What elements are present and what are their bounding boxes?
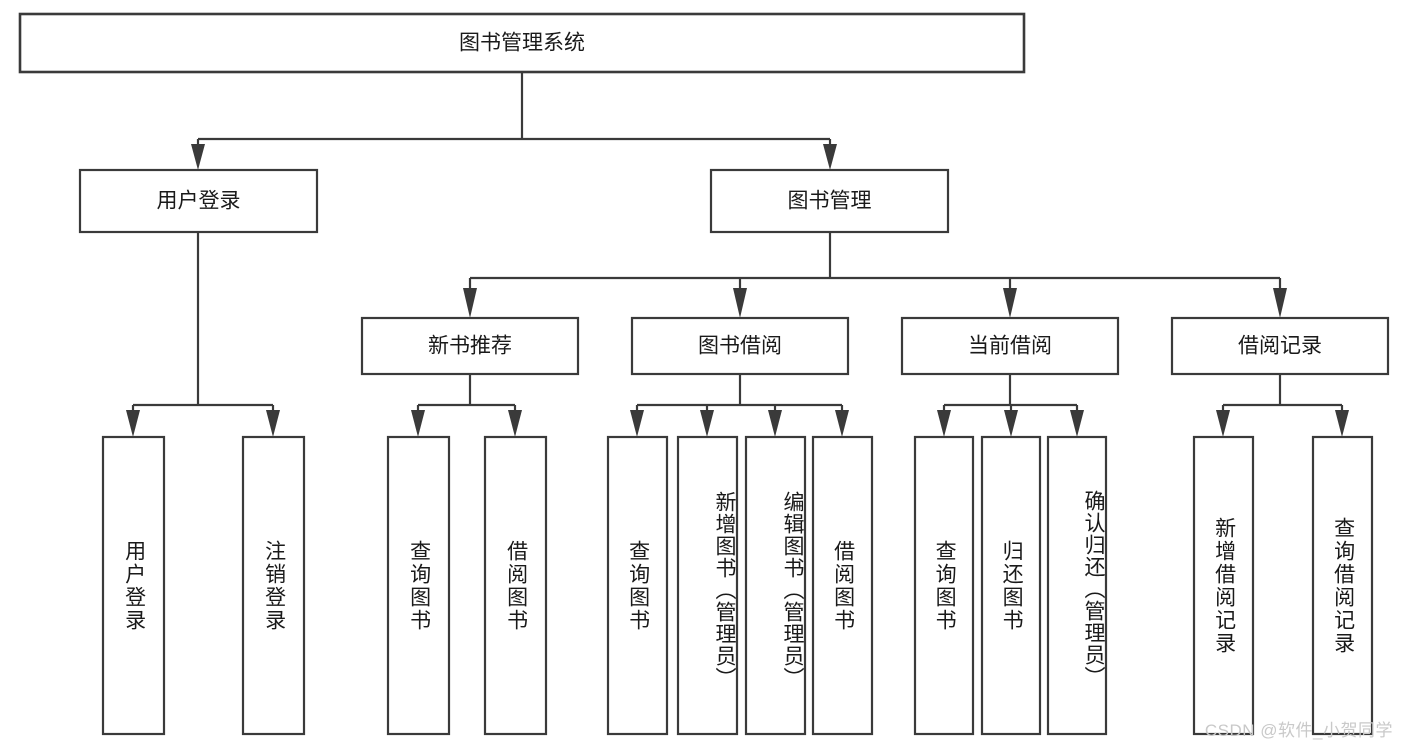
arrow-head-edit-book-admin bbox=[768, 410, 782, 437]
connector-group-book-management bbox=[463, 232, 1287, 318]
node-book-management-box[interactable] bbox=[709, 168, 950, 234]
node-new-book-recommend-box[interactable] bbox=[360, 316, 580, 376]
connector-group-borrow-records bbox=[1216, 374, 1349, 437]
node-borrow-records[interactable]: 借阅记录 bbox=[1170, 316, 1390, 376]
node-add-book-admin-box[interactable] bbox=[676, 435, 739, 736]
arrow-head-borrow-book-1 bbox=[508, 410, 522, 437]
node-borrow-book-2-box[interactable] bbox=[811, 435, 874, 736]
connector-group-book-borrowing bbox=[630, 374, 849, 437]
connector-group-current-borrowing bbox=[937, 374, 1084, 437]
node-user-login-label: 用户登录 bbox=[157, 190, 241, 213]
arrow-head-book-borrowing bbox=[733, 288, 747, 318]
node-query-book-1-box[interactable] bbox=[386, 435, 451, 736]
node-book-borrowing-box[interactable] bbox=[630, 316, 850, 376]
arrow-head-user-login-do bbox=[126, 410, 140, 437]
arrow-head-query-book-2 bbox=[630, 410, 644, 437]
node-user-login-box[interactable] bbox=[78, 168, 319, 234]
node-current-borrowing-box[interactable] bbox=[900, 316, 1120, 376]
node-book-management-label: 图书管理 bbox=[788, 190, 872, 213]
node-borrow-book-1-box[interactable] bbox=[483, 435, 548, 736]
csdn-watermark: CSDN @软件_小贺同学 bbox=[1204, 721, 1393, 740]
connector-group-user-login bbox=[126, 232, 280, 437]
node-borrow-records-label: 借阅记录 bbox=[1238, 335, 1322, 358]
node-return-book-box[interactable] bbox=[980, 435, 1042, 736]
node-book-borrowing[interactable]: 图书借阅 bbox=[630, 316, 850, 376]
arrow-head-book-management bbox=[823, 144, 837, 170]
node-root-box[interactable] bbox=[18, 12, 1026, 74]
node-current-borrowing-label: 当前借阅 bbox=[968, 335, 1052, 358]
arrow-head-current-borrowing bbox=[1003, 288, 1017, 318]
node-user-logout-box[interactable] bbox=[241, 435, 306, 736]
node-add-borrow-record-box[interactable] bbox=[1192, 435, 1255, 736]
connector-group-new-book-recommend bbox=[411, 374, 522, 437]
arrow-head-query-book-1 bbox=[411, 410, 425, 437]
node-edit-book-admin-box[interactable] bbox=[744, 435, 807, 736]
node-borrow-records-box[interactable] bbox=[1170, 316, 1390, 376]
leaf-box-group bbox=[101, 435, 1374, 736]
node-query-book-2-box[interactable] bbox=[606, 435, 669, 736]
arrow-head-user-logout bbox=[266, 410, 280, 437]
node-current-borrowing[interactable]: 当前借阅 bbox=[900, 316, 1120, 376]
node-user-login[interactable]: 用户登录 bbox=[78, 168, 319, 234]
node-user-login-do-box[interactable] bbox=[101, 435, 166, 736]
arrow-head-add-borrow-record bbox=[1216, 410, 1230, 437]
node-book-management[interactable]: 图书管理 bbox=[709, 168, 950, 234]
arrow-head-new-book-recommend bbox=[463, 288, 477, 318]
connector-group-root bbox=[191, 72, 837, 170]
arrow-head-borrow-records bbox=[1273, 288, 1287, 318]
arrow-head-borrow-book-2 bbox=[835, 410, 849, 437]
arrow-head-query-book-3 bbox=[937, 410, 951, 437]
arrow-head-confirm-return-admin bbox=[1070, 410, 1084, 437]
node-root[interactable]: 图书管理系统 bbox=[18, 12, 1026, 74]
node-new-book-recommend-label: 新书推荐 bbox=[428, 335, 512, 358]
arrow-head-return-book bbox=[1004, 410, 1018, 437]
node-query-borrow-record-box[interactable] bbox=[1311, 435, 1374, 736]
arrow-head-add-book-admin bbox=[700, 410, 714, 437]
node-new-book-recommend[interactable]: 新书推荐 bbox=[360, 316, 580, 376]
node-confirm-return-admin-box[interactable] bbox=[1046, 435, 1108, 736]
node-book-borrowing-label: 图书借阅 bbox=[698, 335, 782, 358]
arrow-head-user-login bbox=[191, 144, 205, 170]
arrow-head-query-borrow-record bbox=[1335, 410, 1349, 437]
node-root-label: 图书管理系统 bbox=[459, 32, 585, 55]
node-query-book-3-box[interactable] bbox=[913, 435, 975, 736]
